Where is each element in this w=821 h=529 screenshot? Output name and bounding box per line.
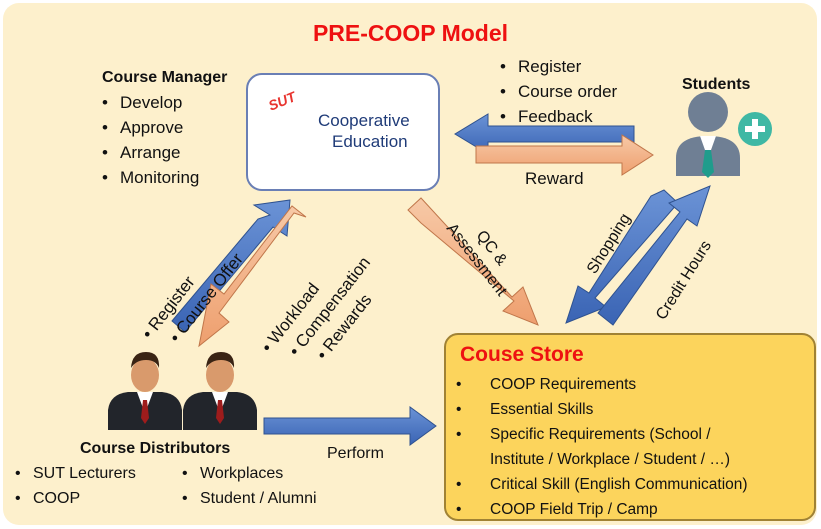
- list-item: Student / Alumni: [180, 486, 317, 511]
- distributors-right-list: Workplaces Student / Alumni: [180, 461, 317, 511]
- list-item: Approve: [100, 115, 199, 140]
- course-distributors-heading: Course Distributors: [80, 440, 231, 457]
- arrow-students-to-ce: [454, 113, 635, 155]
- students-icon: [676, 92, 772, 178]
- list-item: Monitoring: [100, 165, 199, 190]
- arrow-manager-to-distributors: [171, 199, 291, 333]
- cooperative-education-box: [246, 73, 440, 191]
- distributor-person-icon: [108, 352, 182, 430]
- course-manager-list: Develop Approve Arrange Monitoring: [100, 90, 199, 190]
- list-item: Arrange: [100, 140, 199, 165]
- distributor-person-icon: [183, 352, 257, 430]
- list-item: COOP Requirements: [446, 372, 748, 397]
- list-item: SUT Lecturers: [13, 461, 136, 486]
- reward-label: Reward: [525, 169, 584, 188]
- arrow-distributors-to-manager: [198, 205, 307, 348]
- list-item: COOP Field Trip / Camp: [446, 497, 748, 522]
- arrow-reward: [475, 134, 654, 176]
- page-title: PRE-COOP Model: [312, 20, 509, 46]
- list-item: Workplaces: [180, 461, 317, 486]
- list-item: Critical Skill (English Communication): [446, 472, 748, 497]
- list-item: Feedback: [498, 104, 617, 129]
- coop-logo-line1: Cooperative: [318, 111, 410, 130]
- distributors-left-list: SUT Lecturers COOP: [13, 461, 136, 511]
- course-store-title: Couse Store: [460, 343, 584, 366]
- arrow-qc-assessment: [407, 197, 539, 326]
- perform-label: Perform: [327, 445, 384, 462]
- list-item: Course order: [498, 79, 617, 104]
- students-label: Students: [682, 76, 751, 93]
- list-item: COOP: [13, 486, 136, 511]
- list-item: Institute / Workplace / Student / …): [490, 451, 731, 468]
- course-manager-heading: Course Manager: [102, 69, 228, 86]
- list-item: Develop: [100, 90, 199, 115]
- student-actions-list: Register Course order Feedback: [498, 54, 617, 129]
- course-store-box: Couse Store COOP Requirements Essential …: [444, 333, 816, 522]
- list-item: Register: [498, 54, 617, 79]
- arrow-perform: [263, 406, 437, 446]
- arrow-credit-hours: [597, 185, 711, 326]
- course-store-list: COOP Requirements Essential Skills Speci…: [446, 372, 748, 522]
- list-item: Specific Requirements (School /: [446, 422, 748, 447]
- list-item: Essential Skills: [446, 397, 748, 422]
- arrow-shopping: [565, 189, 679, 324]
- coop-logo-line2: Education: [332, 132, 408, 151]
